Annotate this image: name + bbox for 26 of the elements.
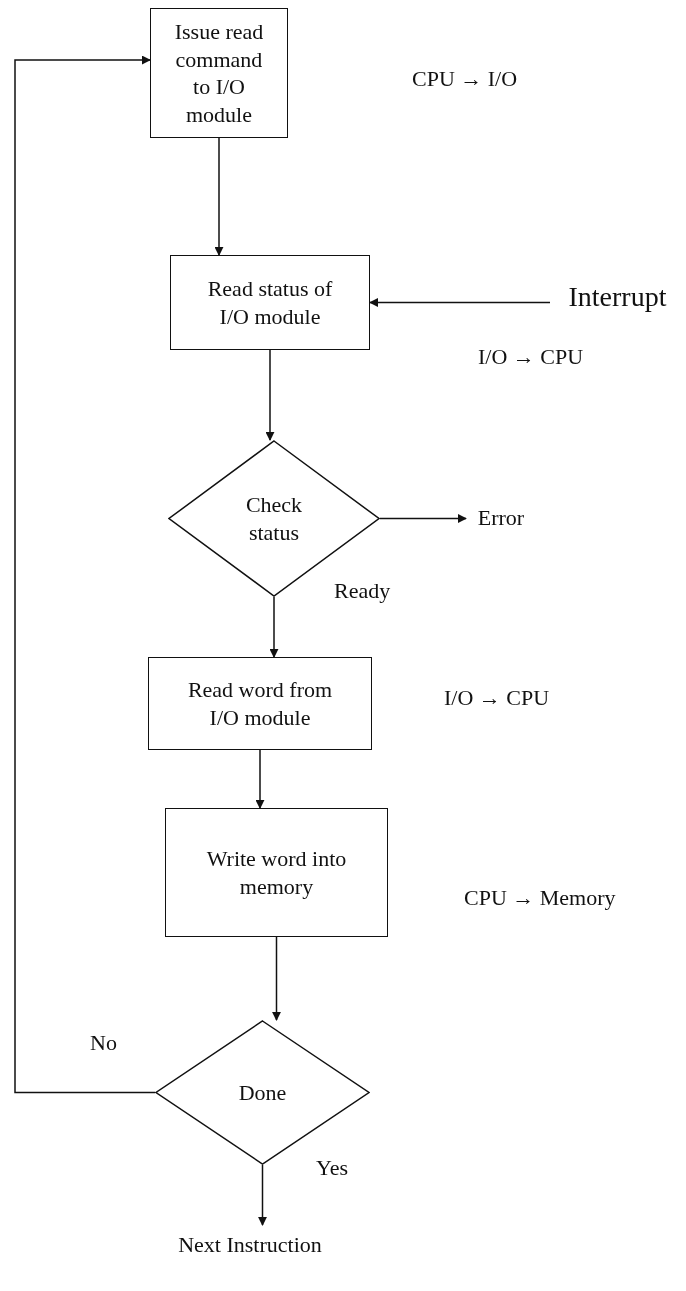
process-box [150, 8, 288, 138]
arrow [272, 936, 281, 1021]
process-box [148, 657, 372, 750]
arrow [369, 298, 551, 307]
arrow [214, 137, 224, 256]
arrow [265, 349, 275, 441]
transfer-note: I/O → CPU [478, 344, 584, 370]
process-box [170, 255, 370, 350]
process-text: Read status of I/O module [206, 275, 334, 330]
arrow [14, 55, 156, 1094]
decision-text: Check status [244, 491, 304, 546]
decision-text: Done [238, 1078, 287, 1107]
terminal-text: Error [477, 504, 525, 532]
process-text: Read word from I/O module [186, 676, 334, 731]
arrow [269, 596, 279, 658]
arrow [258, 1164, 267, 1226]
arrow [379, 514, 467, 523]
terminal-text: Next Instruction [178, 1231, 322, 1259]
transfer-note: CPU → Memory [464, 885, 616, 911]
terminal-text: Interrupt [568, 279, 667, 314]
process-text: Issue read command to I/O module [173, 18, 265, 128]
arrow [255, 749, 265, 809]
transfer-note: I/O → CPU [444, 685, 550, 711]
process-box [165, 808, 388, 937]
transfer-note: CPU → I/O [412, 66, 518, 92]
process-text: Write word into memory [205, 845, 348, 900]
